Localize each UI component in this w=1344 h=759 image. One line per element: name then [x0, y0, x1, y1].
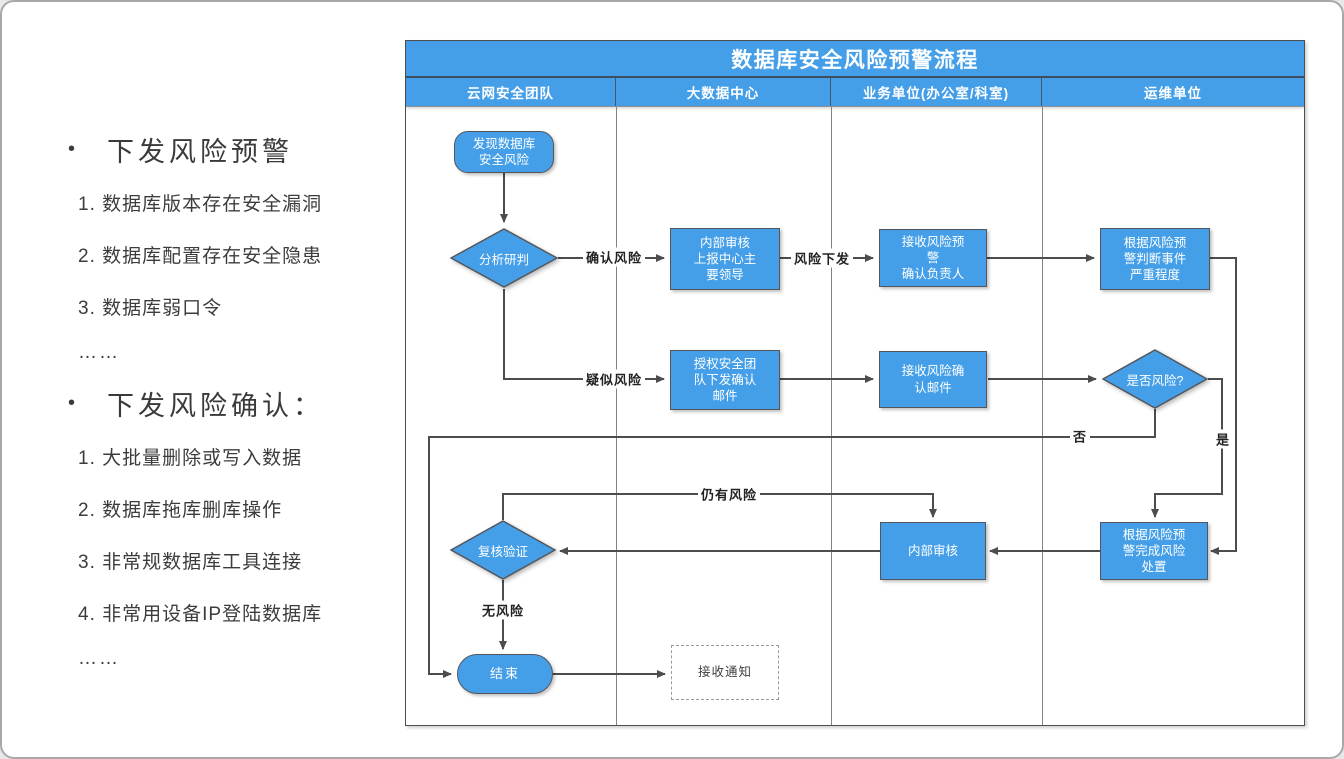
- bullet-icon: •: [68, 138, 76, 160]
- node-authorize-email: 授权安全团 队下发确认 邮件: [670, 350, 780, 410]
- node-label: 授权安全团 队下发确认 邮件: [693, 356, 757, 404]
- edge-label-still-risk: 仍有风险: [697, 484, 761, 504]
- list-item: 1. 大批量删除或写入数据: [78, 448, 303, 469]
- node-label: 根据风险预 警判断事件 严重程度: [1123, 235, 1187, 283]
- node-is-risk-decision: 是否风险?: [1102, 349, 1208, 409]
- note-heading-text: 下发风险预警: [107, 137, 294, 167]
- lane-separator: [1042, 107, 1043, 725]
- list-item: 3. 数据库弱口令: [78, 298, 223, 319]
- note-heading-warning: • 下发风险预警: [68, 130, 322, 169]
- edge-label-yes: 是: [1212, 429, 1234, 449]
- lane-separator: [831, 107, 832, 725]
- diamond-shape: [450, 228, 558, 288]
- note-section-confirm: • 下发风险确认： 1. 大批量删除或写入数据 2. 数据库拖库删库操作 3. …: [68, 384, 324, 670]
- node-label: 结束: [489, 665, 520, 681]
- list-item: 4. 非常用设备IP登陆数据库: [78, 604, 323, 625]
- list-item: 2. 数据库拖库删库操作: [78, 500, 283, 521]
- node-label: 根据风险预 警完成风险 处置: [1122, 527, 1186, 575]
- list-item: 1. 数据库版本存在安全漏洞: [78, 194, 323, 215]
- node-internal-audit: 内部审核: [880, 522, 986, 580]
- lane-header-business-unit: 业务单位(办公室/科室): [831, 78, 1042, 106]
- ellipsis-text: ……: [78, 648, 120, 669]
- node-receive-confirm-email: 接收风险确 认邮件: [879, 351, 987, 408]
- edge-label-confirm-risk: 确认风险: [582, 247, 646, 267]
- node-internal-report: 内部审核 上报中心主 要领导: [670, 228, 780, 290]
- bullet-icon: •: [68, 392, 76, 414]
- node-label: 内部审核: [907, 543, 958, 558]
- node-label: 分析研判: [478, 252, 529, 267]
- node-label: 接收通知: [697, 665, 752, 680]
- lane-header-cloud-security-team: 云网安全团队: [406, 78, 616, 106]
- edge-label-suspected-risk: 疑似风险: [582, 369, 646, 389]
- note-heading-confirm: • 下发风险确认：: [68, 384, 324, 423]
- node-receive-warning: 接收风险预 警 确认负责人: [879, 229, 987, 287]
- list-item: 3. 非常规数据库工具连接: [78, 552, 303, 573]
- node-label: 接收风险确 认邮件: [901, 364, 965, 395]
- node-analyze-decision: 分析研判: [450, 228, 558, 288]
- lane-header-row: 云网安全团队 大数据中心 业务单位(办公室/科室) 运维单位: [406, 78, 1304, 107]
- node-label: 内部审核 上报中心主 要领导: [693, 235, 757, 283]
- node-receive-notice: 接收通知: [671, 645, 779, 700]
- node-label: 接收风险预 警 确认负责人: [901, 234, 965, 282]
- edge-label-no-risk: 无风险: [478, 600, 528, 620]
- node-label: 是否风险?: [1126, 373, 1184, 388]
- edge-label-no: 否: [1069, 426, 1091, 446]
- lane-separator: [616, 107, 617, 725]
- node-review-decision: 复核验证: [450, 520, 556, 580]
- node-start: 发现数据库 安全风险: [454, 131, 554, 173]
- node-label: 复核验证: [477, 544, 528, 559]
- ellipsis-text: ……: [78, 342, 120, 363]
- flowchart-title: 数据库安全风险预警流程: [406, 41, 1304, 78]
- node-label: 发现数据库 安全风险: [472, 136, 536, 167]
- note-section-warning: • 下发风险预警 1. 数据库版本存在安全漏洞 2. 数据库配置存在安全隐患 3…: [68, 130, 322, 364]
- lane-header-ops-unit: 运维单位: [1144, 86, 1202, 101]
- node-judge-severity: 根据风险预 警判断事件 严重程度: [1100, 228, 1210, 290]
- list-item: 2. 数据库配置存在安全隐患: [78, 246, 323, 267]
- node-complete-disposal: 根据风险预 警完成风险 处置: [1100, 522, 1208, 580]
- note-heading-text: 下发风险确认：: [107, 391, 325, 421]
- lane-header-big-data-center: 大数据中心: [616, 78, 831, 106]
- edge-label-risk-dispatch: 风险下发: [790, 248, 854, 268]
- node-end: 结束: [457, 654, 553, 694]
